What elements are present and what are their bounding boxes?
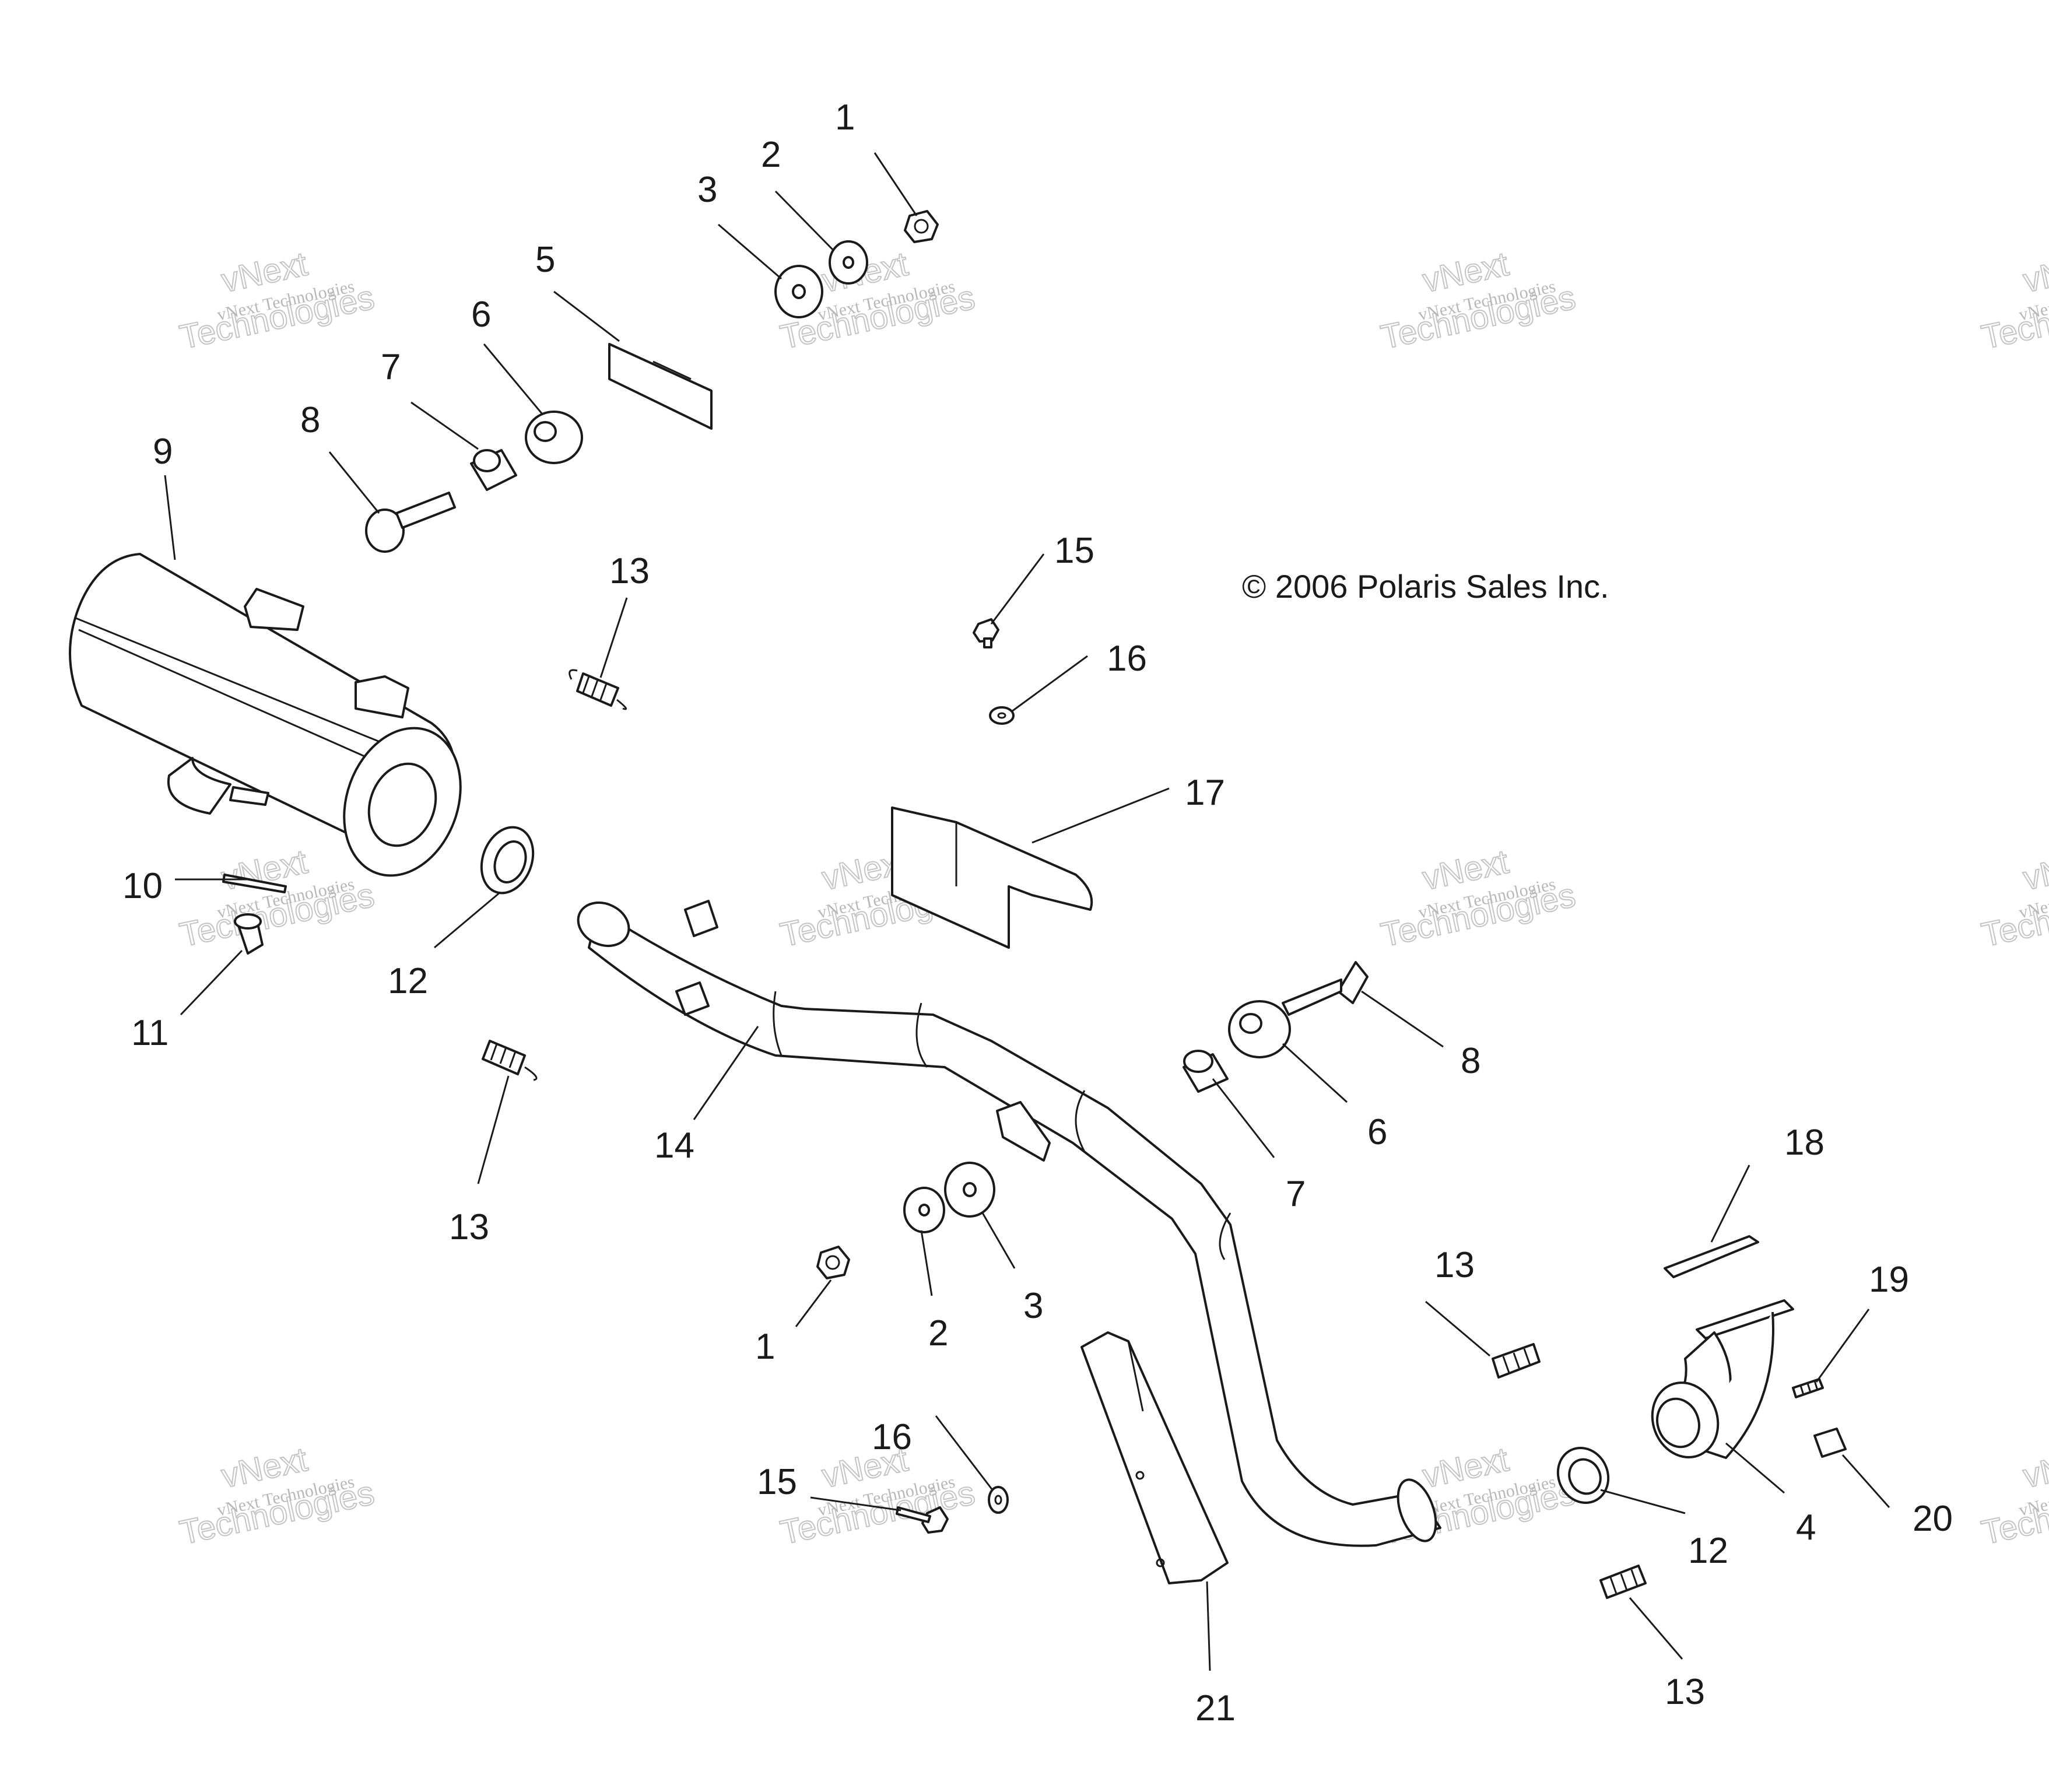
heat-shield-lower bbox=[1080, 1331, 1229, 1584]
callout-label: 11 bbox=[131, 1013, 169, 1053]
callout-label: 5 bbox=[535, 240, 555, 280]
washer-tiny-upper bbox=[989, 706, 1015, 725]
callout-label: 20 bbox=[1913, 1499, 1953, 1539]
watermark-word: vNext bbox=[2020, 1440, 2049, 1495]
callout-label: 4 bbox=[1796, 1507, 1816, 1548]
callout-label: 2 bbox=[761, 135, 781, 175]
copyright-notice: © 2006 Polaris Sales Inc. bbox=[1242, 568, 1609, 605]
leader-lines bbox=[164, 152, 1890, 1671]
callout-label: 14 bbox=[654, 1125, 694, 1166]
callout-label: 12 bbox=[1688, 1531, 1728, 1571]
mounting-bracket bbox=[608, 343, 713, 430]
callout-label: 16 bbox=[1107, 639, 1147, 679]
flange-gasket bbox=[1664, 1235, 1759, 1278]
bushing-upper bbox=[470, 449, 517, 491]
callout-label: 8 bbox=[300, 400, 320, 440]
callout-label: 7 bbox=[381, 347, 401, 387]
callout-label: 3 bbox=[697, 170, 717, 210]
spring-right-middle bbox=[1492, 1343, 1541, 1379]
gasket-right bbox=[1556, 1447, 1610, 1504]
gasket-left bbox=[480, 826, 535, 895]
callout-label: 18 bbox=[1784, 1123, 1825, 1163]
callout-label: 19 bbox=[1869, 1260, 1909, 1300]
small-spring bbox=[1792, 1378, 1824, 1398]
washer-large-lower bbox=[944, 1162, 995, 1218]
callout-label: 15 bbox=[1054, 531, 1094, 571]
nut-upper bbox=[904, 210, 939, 243]
watermark-word: vNext bbox=[2020, 843, 2049, 897]
callout-label: 12 bbox=[388, 961, 428, 1001]
spring-upper bbox=[569, 669, 627, 710]
bushing-lower bbox=[1183, 1050, 1229, 1093]
bolt-upper bbox=[365, 492, 456, 553]
screw-lower bbox=[896, 1506, 949, 1534]
callout-label: 15 bbox=[757, 1462, 797, 1502]
muffler bbox=[69, 553, 462, 877]
callout-label: 9 bbox=[153, 432, 173, 472]
head-pipe bbox=[577, 900, 1441, 1547]
grommet-upper bbox=[525, 411, 583, 464]
watermark-word: vNext bbox=[2020, 245, 2049, 300]
washer-large-upper bbox=[774, 265, 823, 318]
callout-label: 2 bbox=[928, 1313, 948, 1353]
callout-label: 13 bbox=[1434, 1245, 1475, 1285]
spring-left-lower bbox=[482, 1040, 538, 1081]
callout-label: 1 bbox=[835, 97, 855, 138]
callout-label: 17 bbox=[1185, 773, 1225, 813]
callout-labels: 1 2 3 5 6 7 8 9 13 15 16 17 10 12 11 14 … bbox=[122, 97, 1953, 1728]
callout-label: 6 bbox=[471, 294, 491, 335]
washer-small-upper bbox=[829, 240, 868, 285]
spring-right-lower bbox=[1599, 1565, 1647, 1599]
heat-shield-upper bbox=[891, 806, 1093, 949]
nut-lower bbox=[816, 1246, 850, 1279]
callout-label: 13 bbox=[1665, 1672, 1705, 1712]
screw-upper-middle bbox=[973, 618, 999, 648]
washer-small-lower bbox=[903, 1187, 945, 1233]
callout-label: 1 bbox=[755, 1327, 775, 1367]
callout-label: 13 bbox=[609, 551, 650, 591]
grommet-lower bbox=[1228, 1000, 1291, 1058]
callout-label: 6 bbox=[1367, 1112, 1387, 1152]
callout-label: 13 bbox=[449, 1207, 489, 1247]
bushing-small bbox=[1813, 1428, 1847, 1458]
bolt-lower bbox=[1282, 961, 1369, 1016]
callout-label: 8 bbox=[1461, 1041, 1480, 1081]
callout-label: 16 bbox=[872, 1417, 912, 1457]
callout-label: 21 bbox=[1195, 1688, 1236, 1728]
callout-label: 3 bbox=[1023, 1286, 1043, 1326]
fitting bbox=[234, 913, 264, 955]
callout-label: 7 bbox=[1286, 1174, 1306, 1214]
callout-label: 10 bbox=[122, 866, 163, 906]
washer-tiny-lower bbox=[988, 1486, 1009, 1514]
exhaust-elbow bbox=[1651, 1299, 1794, 1459]
